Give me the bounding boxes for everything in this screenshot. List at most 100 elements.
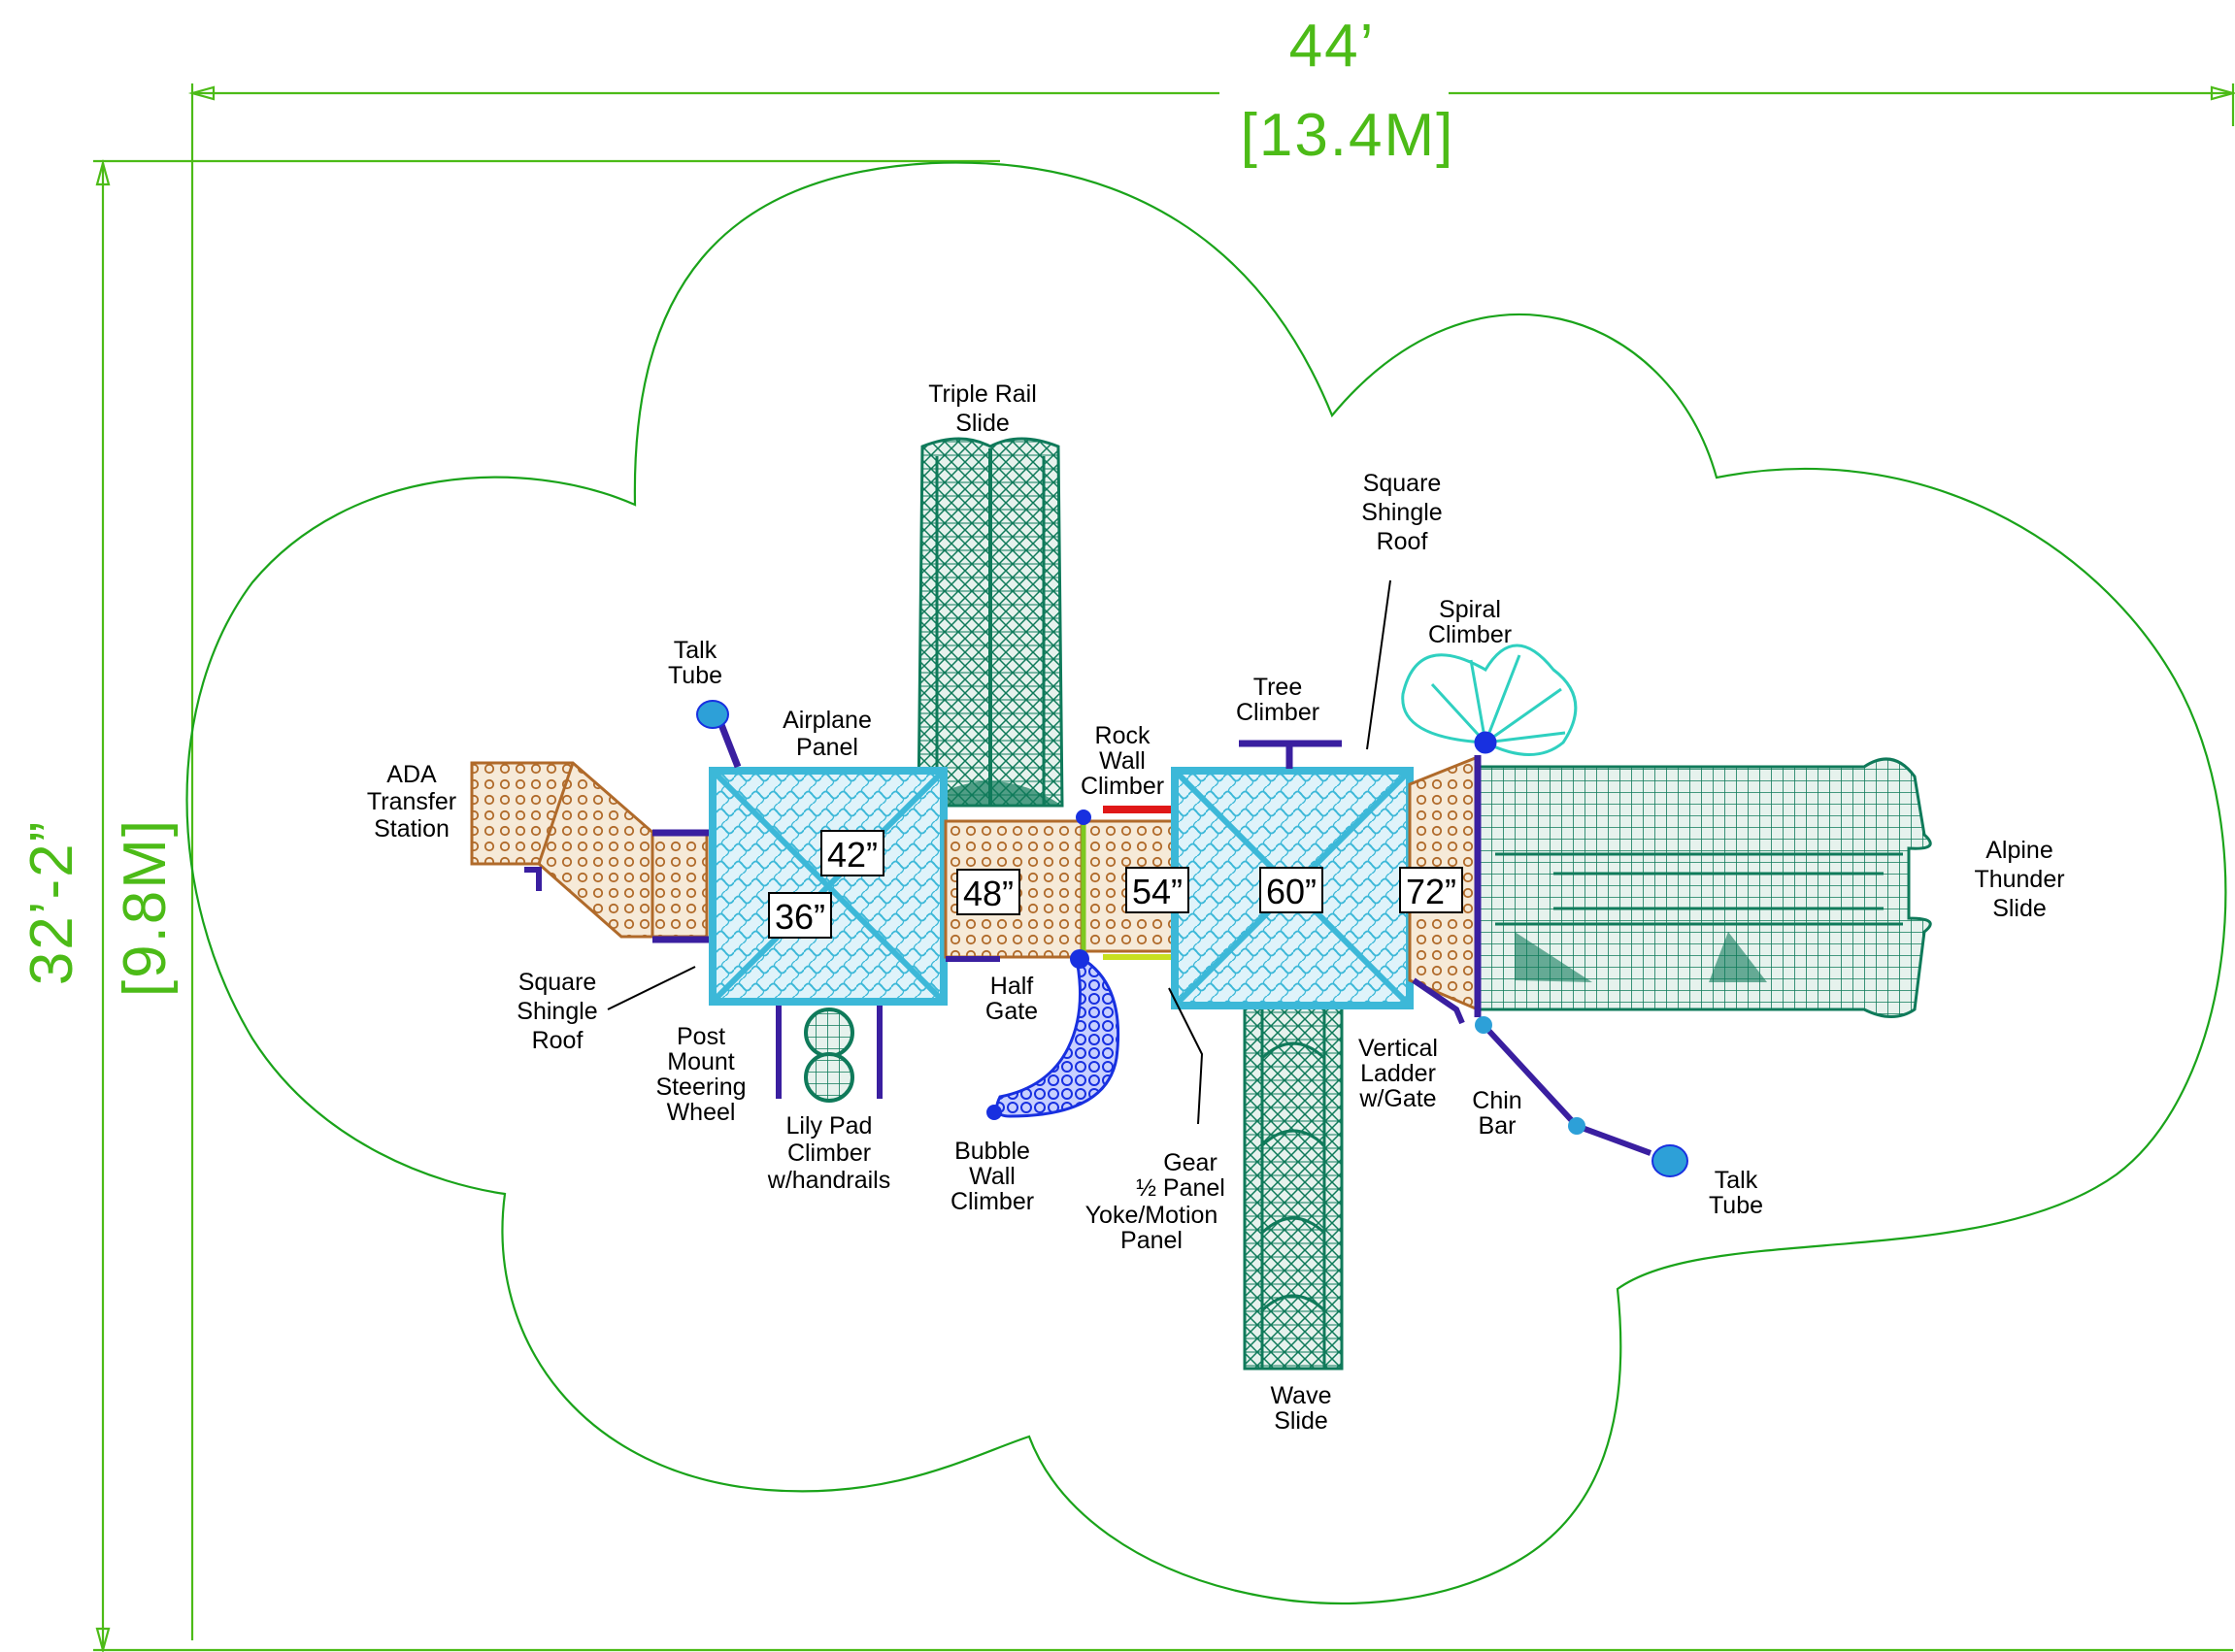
- tree-climber: [1239, 740, 1342, 769]
- talk-tube-left-icon: [696, 700, 729, 729]
- label-triple-rail-slide: Triple Rail Slide: [928, 380, 1037, 437]
- leader-gear-panel: [1168, 987, 1204, 1125]
- svg-text:Gear: Gear: [1163, 1149, 1218, 1176]
- svg-text:½ Panel: ½ Panel: [1136, 1174, 1225, 1202]
- svg-text:72”: 72”: [1406, 872, 1456, 911]
- label-lily-pad: Lily Pad Climber w/handrails: [767, 1112, 890, 1194]
- svg-text:60”: 60”: [1266, 872, 1317, 911]
- svg-text:Shingle: Shingle: [517, 998, 597, 1025]
- svg-text:Tree: Tree: [1253, 674, 1302, 701]
- svg-text:Wall: Wall: [1099, 747, 1146, 775]
- svg-text:Climber: Climber: [1236, 699, 1319, 726]
- svg-text:Spiral: Spiral: [1439, 596, 1501, 623]
- svg-text:Wall: Wall: [969, 1163, 1016, 1190]
- svg-text:Thunder: Thunder: [1974, 866, 2064, 893]
- deck-height-72: 72”: [1399, 867, 1463, 913]
- svg-text:Tube: Tube: [668, 662, 722, 689]
- svg-text:Climber: Climber: [1081, 773, 1164, 800]
- label-spiral-climber: Spiral Climber: [1428, 596, 1512, 648]
- label-ada-transfer: ADA Transfer Station: [367, 761, 456, 843]
- svg-text:Talk: Talk: [1715, 1167, 1758, 1194]
- svg-text:w/handrails: w/handrails: [767, 1167, 890, 1194]
- svg-text:Shingle: Shingle: [1361, 499, 1442, 526]
- svg-text:Vertical: Vertical: [1358, 1035, 1438, 1062]
- svg-text:Slide: Slide: [1992, 895, 2047, 922]
- leader-square-roof-left: [607, 966, 696, 1010]
- svg-text:Roof: Roof: [1377, 528, 1428, 555]
- width-dimension: 44’ [13.4M]: [187, 13, 2235, 1640]
- svg-text:Square: Square: [1363, 470, 1442, 497]
- svg-text:Airplane: Airplane: [783, 707, 872, 734]
- svg-text:Slide: Slide: [1274, 1407, 1328, 1435]
- svg-text:42”: 42”: [827, 835, 878, 875]
- lily-pad-climber: [776, 1006, 883, 1103]
- label-chin-bar: Chin Bar: [1472, 1087, 1521, 1140]
- label-wave-slide: Wave Slide: [1271, 1382, 1332, 1435]
- svg-text:48”: 48”: [963, 874, 1014, 913]
- label-gear-panel: Gear ½ Panel Yoke/Motion Panel: [1085, 1149, 1225, 1254]
- svg-text:Climber: Climber: [1428, 621, 1512, 648]
- svg-text:Panel: Panel: [796, 734, 858, 761]
- svg-text:Gate: Gate: [985, 998, 1038, 1025]
- svg-text:Tube: Tube: [1709, 1192, 1763, 1219]
- width-ft-label: 44’: [1289, 13, 1376, 80]
- svg-text:Panel: Panel: [1120, 1227, 1183, 1254]
- svg-text:Talk: Talk: [674, 637, 717, 664]
- svg-text:Steering: Steering: [655, 1074, 746, 1101]
- depth-ft-label: 32’-2”: [18, 820, 85, 986]
- svg-text:Alpine: Alpine: [1985, 837, 2053, 864]
- label-tree-climber: Tree Climber: [1236, 674, 1319, 726]
- label-rock-wall: Rock Wall Climber: [1081, 722, 1164, 800]
- deck-height-54: 54”: [1125, 867, 1189, 913]
- svg-text:w/Gate: w/Gate: [1358, 1085, 1436, 1112]
- svg-text:Wheel: Wheel: [667, 1099, 736, 1126]
- leader-square-roof-right: [1366, 579, 1391, 750]
- ada-transfer-station: [470, 761, 711, 943]
- deck-height-48: 48”: [956, 869, 1020, 915]
- deck-height-42: 42”: [820, 830, 884, 876]
- svg-text:Ladder: Ladder: [1360, 1060, 1436, 1087]
- svg-text:36”: 36”: [775, 897, 825, 937]
- spiral-climber: [1401, 644, 1578, 756]
- label-airplane-panel: Airplane Panel: [783, 707, 872, 761]
- svg-text:Mount: Mount: [667, 1048, 735, 1075]
- triple-rail-slide: [917, 437, 1064, 808]
- svg-text:Slide: Slide: [955, 410, 1010, 437]
- talk-tube-left-post: [717, 720, 742, 769]
- svg-text:Triple Rail: Triple Rail: [928, 380, 1037, 408]
- svg-text:Climber: Climber: [951, 1188, 1034, 1215]
- depth-dimension: 32’-2” [9.8M]: [18, 158, 2233, 1652]
- svg-text:Bubble: Bubble: [954, 1138, 1030, 1165]
- wave-slide: [1243, 998, 1344, 1371]
- depth-m-label: [9.8M]: [112, 818, 179, 997]
- safety-zone-outline: [185, 161, 2227, 1605]
- left-tower-roof: [709, 767, 948, 1006]
- label-square-roof-right: Square Shingle Roof: [1361, 470, 1442, 555]
- svg-text:Climber: Climber: [787, 1140, 871, 1167]
- svg-text:Lily Pad: Lily Pad: [786, 1112, 873, 1140]
- label-bubble-wall: Bubble Wall Climber: [951, 1138, 1034, 1215]
- bubble-wall-climber: [986, 949, 1120, 1120]
- label-vertical-ladder: Vertical Ladder w/Gate: [1358, 1035, 1438, 1112]
- label-talk-tube-right: Talk Tube: [1709, 1167, 1763, 1219]
- svg-text:Yoke/Motion: Yoke/Motion: [1085, 1202, 1218, 1229]
- svg-text:Chin: Chin: [1472, 1087, 1521, 1114]
- deck-height-60: 60”: [1259, 867, 1323, 913]
- label-talk-tube-left: Talk Tube: [668, 637, 722, 689]
- svg-text:ADA: ADA: [386, 761, 437, 788]
- svg-text:Post: Post: [677, 1023, 725, 1050]
- chin-bar-and-talk-tube: [1475, 1016, 1688, 1177]
- svg-text:Wave: Wave: [1271, 1382, 1332, 1409]
- alpine-thunder-slide: [1474, 757, 1932, 1018]
- svg-text:Square: Square: [518, 969, 597, 996]
- svg-text:54”: 54”: [1132, 872, 1183, 911]
- label-square-roof-left: Square Shingle Roof: [517, 969, 597, 1054]
- svg-text:Half: Half: [990, 973, 1034, 1000]
- deck-height-36: 36”: [768, 892, 832, 939]
- svg-text:Bar: Bar: [1479, 1112, 1517, 1140]
- label-alpine-slide: Alpine Thunder Slide: [1974, 837, 2064, 922]
- width-m-label: [13.4M]: [1241, 102, 1455, 169]
- svg-text:Roof: Roof: [532, 1027, 584, 1054]
- label-half-gate: Half Gate: [985, 973, 1038, 1025]
